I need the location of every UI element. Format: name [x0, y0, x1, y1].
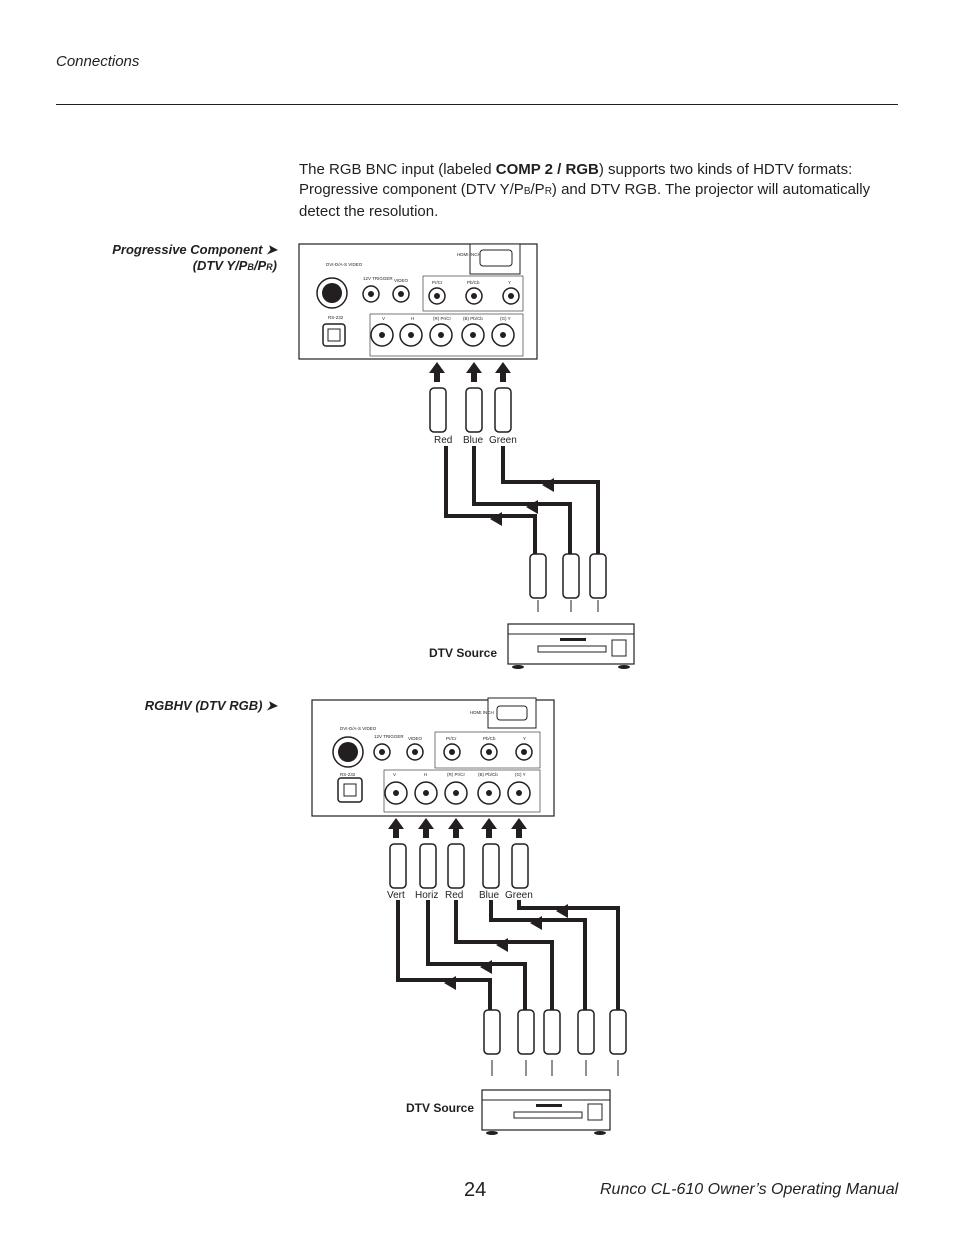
svg-text:DVI-D/A-S VIDEO: DVI-D/A-S VIDEO	[340, 726, 377, 731]
lower-plugs-2	[483, 1009, 627, 1055]
svg-text:Pb/Cb: Pb/Cb	[483, 736, 496, 741]
svg-text:VIDEO: VIDEO	[394, 278, 409, 283]
svg-text:Y: Y	[508, 280, 511, 285]
dtv-source-label-1: DTV Source	[429, 646, 498, 660]
dtv-source-2	[481, 1089, 611, 1135]
svg-text:HDMI INCH: HDMI INCH	[457, 252, 481, 257]
label-horiz: Horiz	[415, 890, 438, 901]
diagram1-caption: Progressive Component ➤ (DTV Y/PB/PR)	[112, 242, 277, 273]
diagram2-caption: RGBHV (DTV RGB) ➤	[144, 698, 277, 713]
label-green-1: Green	[489, 435, 517, 446]
label-blue-1: Blue	[463, 435, 483, 446]
svg-text:Y: Y	[523, 736, 526, 741]
svg-text:Pr/Cr: Pr/Cr	[432, 280, 443, 285]
manual-title: Runco CL-610 Owner’s Operating Manual	[600, 1181, 899, 1198]
label-vert: Vert	[387, 890, 405, 901]
lower-ticks-2	[491, 1060, 619, 1076]
svg-text:12V TRIGGER: 12V TRIGGER	[374, 734, 404, 739]
svg-text:DVI-D/A-S VIDEO: DVI-D/A-S VIDEO	[326, 262, 363, 267]
svg-text:VIDEO: VIDEO	[408, 736, 423, 741]
label-red-2: Red	[445, 890, 463, 901]
cables-1	[444, 446, 600, 556]
svg-text:(R) Pr/Cr: (R) Pr/Cr	[433, 316, 451, 321]
svg-text:(R) Pr/Cr: (R) Pr/Cr	[447, 772, 465, 777]
cables-2	[396, 900, 620, 1012]
label-green-2: Green	[505, 890, 533, 901]
svg-text:RS-232: RS-232	[328, 315, 344, 320]
svg-text:HDMI INCH: HDMI INCH	[470, 710, 494, 715]
diagram1: HDMI INCH DVI-D/A-S VIDEO 12V TRIGGER VI…	[298, 243, 635, 669]
connector-panel-2: HDMI INCH DVI-D/A-S VIDEO 12V TRIGGER VI…	[311, 697, 555, 817]
intro-bold: COMP 2 / RGB	[495, 161, 599, 178]
dtv-source-1	[507, 623, 635, 669]
diagram2: HDMI INCH DVI-D/A-S VIDEO 12V TRIGGER VI…	[311, 697, 627, 1135]
svg-text:Pr/Cr: Pr/Cr	[446, 736, 457, 741]
page-number: 24	[464, 1179, 487, 1201]
svg-text:12V TRIGGER: 12V TRIGGER	[363, 276, 393, 281]
cable-arrows-1	[490, 478, 554, 526]
intro-paragraph: The RGB BNC input (labeled COMP 2 / RGB)…	[299, 161, 871, 220]
label-blue-2: Blue	[479, 890, 499, 901]
cable-arrows-2	[444, 904, 568, 990]
upper-plugs-1	[429, 387, 512, 433]
up-arrows-1	[429, 362, 511, 382]
dtv-source-label-2: DTV Source	[406, 1101, 475, 1115]
svg-text:(G) Y: (G) Y	[500, 316, 511, 321]
svg-text:H: H	[424, 772, 427, 777]
header-rule	[56, 104, 898, 105]
svg-text:(B) Pb/Cb: (B) Pb/Cb	[478, 772, 498, 777]
svg-text:RS-232: RS-232	[340, 772, 356, 777]
lower-ticks-1	[537, 600, 599, 612]
lower-plugs-1	[529, 553, 607, 599]
svg-text:(B) Pb/Cb: (B) Pb/Cb	[463, 316, 483, 321]
svg-text:V: V	[393, 772, 396, 777]
svg-text:V: V	[382, 316, 385, 321]
upper-plugs-2	[389, 843, 529, 889]
connector-panel-1: HDMI INCH DVI-D/A-S VIDEO 12V TRIGGER VI…	[298, 243, 538, 360]
label-red-1: Red	[434, 435, 452, 446]
up-arrows-2	[388, 818, 527, 838]
svg-text:H: H	[411, 316, 414, 321]
section-header: Connections	[56, 53, 140, 70]
svg-text:Pb/Cb: Pb/Cb	[467, 280, 480, 285]
svg-text:(G) Y: (G) Y	[515, 772, 526, 777]
